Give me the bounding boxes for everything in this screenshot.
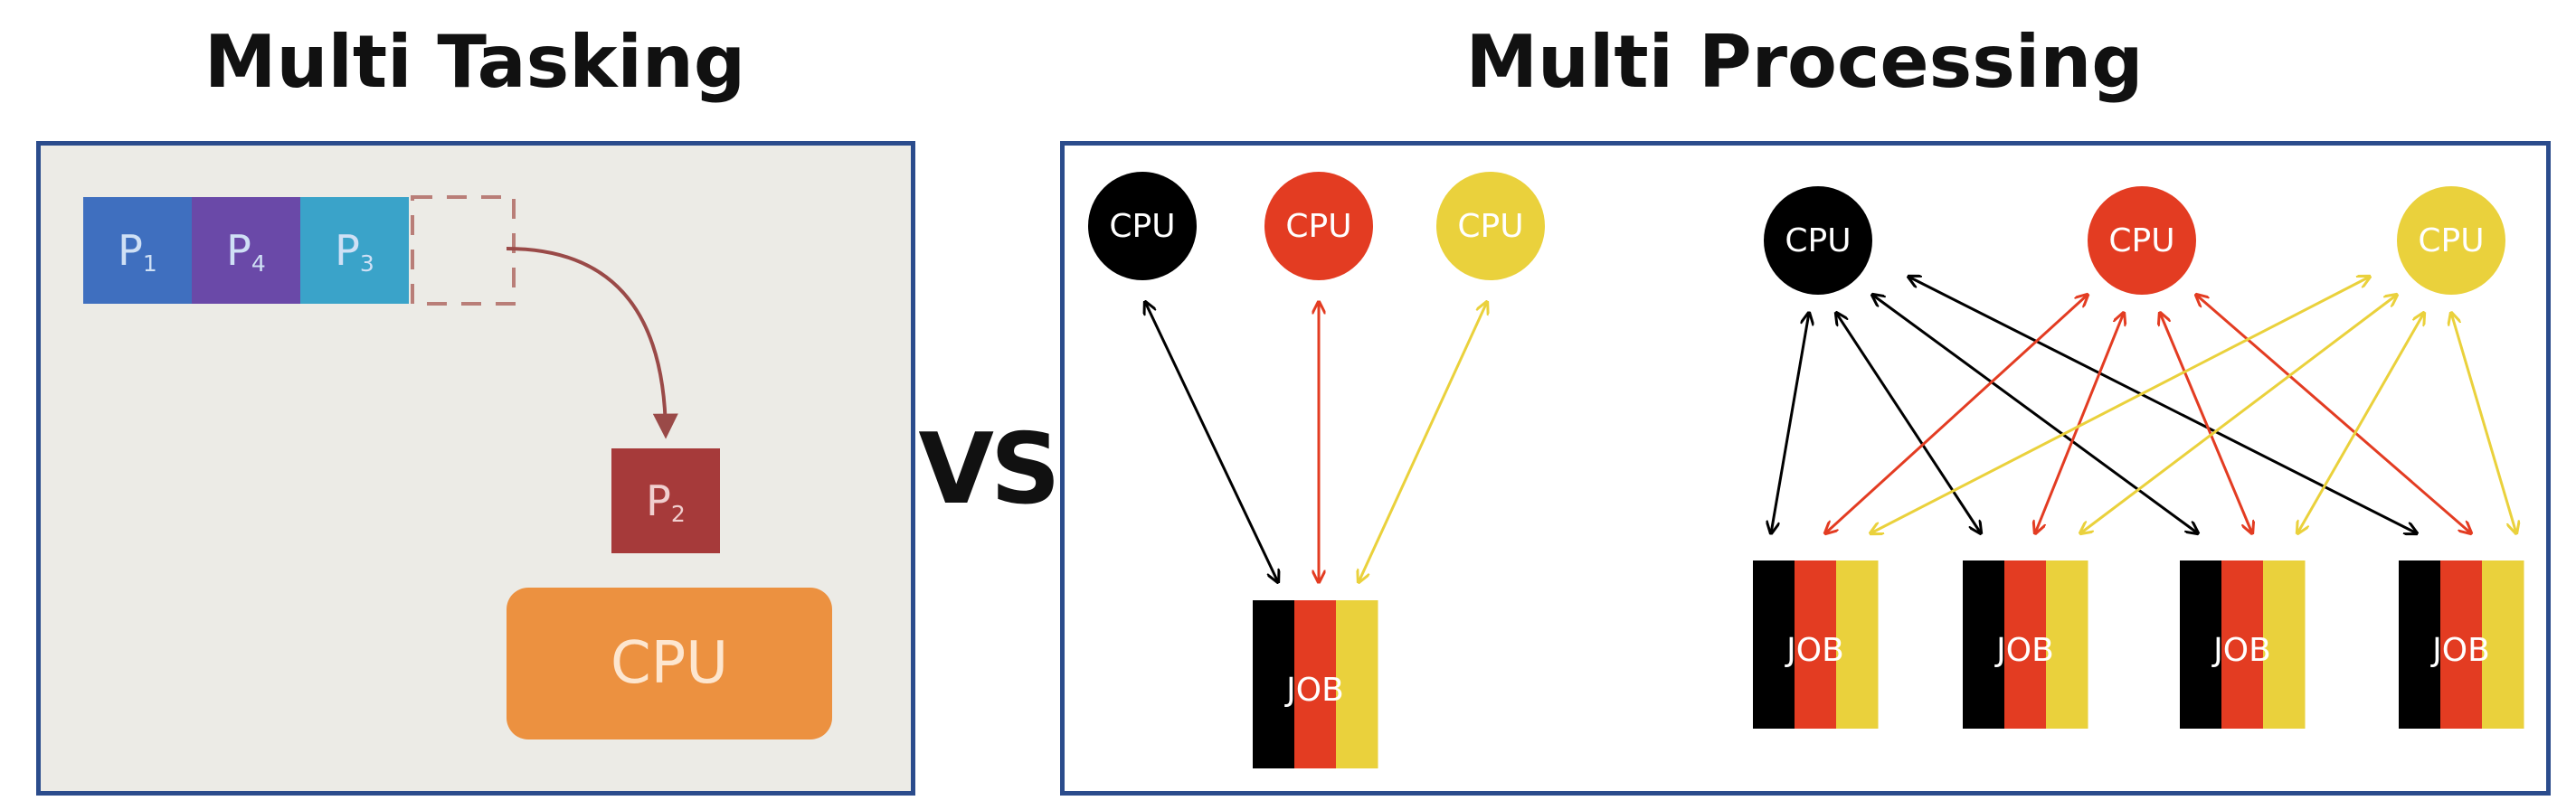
job-block-1-stripe-black bbox=[1753, 560, 1795, 729]
job-block-single-stripe-yellow bbox=[1336, 600, 1378, 768]
job-block-3-label: JOB bbox=[2211, 632, 2271, 669]
job-block-4-stripe-black bbox=[2399, 560, 2441, 729]
arrow-black-job-1 bbox=[1771, 313, 1809, 533]
arrow-single-yellow bbox=[1359, 302, 1487, 582]
process-block-P3 bbox=[300, 197, 409, 304]
process-label-P1: P1 bbox=[118, 226, 157, 277]
cpu-circle-yellow-single bbox=[1436, 172, 1545, 280]
cpu-circle-black-multi bbox=[1764, 186, 1872, 295]
dispatch-arrow bbox=[506, 247, 678, 439]
multi-processing-diagram: CPU CPU CPU JOB CPU CPU CPU JOB JOB JOB JOB bbox=[1088, 172, 2524, 768]
job-block-4-stripe-yellow bbox=[2482, 560, 2524, 729]
job-block-3-stripe-red bbox=[2221, 560, 2264, 729]
title-multi-processing: Multi Processing bbox=[1465, 20, 2144, 104]
job-block-2-stripe-black bbox=[1963, 560, 2005, 729]
cpu-circle-yellow-single-label: CPU bbox=[1457, 208, 1523, 245]
job-block-1-label: JOB bbox=[1785, 632, 1844, 669]
arrow-black-job-2 bbox=[1836, 313, 1981, 533]
job-block-4-label: JOB bbox=[2430, 632, 2490, 669]
cpu-circle-black-single-label: CPU bbox=[1109, 208, 1175, 245]
arrow-black-job-4 bbox=[1908, 277, 2417, 533]
cpu-circle-black-multi-label: CPU bbox=[1785, 222, 1851, 259]
job-block-2-stripe-yellow bbox=[2046, 560, 2088, 729]
job-block-4-stripe-red bbox=[2440, 560, 2483, 729]
cpu-circle-red-single-label: CPU bbox=[1285, 208, 1351, 245]
job-block-1-stripe-red bbox=[1795, 560, 1837, 729]
process-block-P4 bbox=[192, 197, 300, 304]
job-block-3-stripe-black bbox=[2180, 560, 2222, 729]
vs-label: VS bbox=[918, 413, 1060, 526]
job-block-2-label: JOB bbox=[1994, 632, 2054, 669]
job-block-3-stripe-yellow bbox=[2263, 560, 2306, 729]
cpu-circle-yellow-multi bbox=[2397, 186, 2505, 295]
arrow-yellow-job-3 bbox=[2297, 313, 2424, 533]
cpu-circle-red-multi bbox=[2088, 186, 2196, 295]
arrow-black-job-3 bbox=[1872, 295, 2198, 533]
process-label-P3: P3 bbox=[335, 226, 374, 277]
cpu-block bbox=[507, 588, 832, 739]
job-block-1-stripe-yellow bbox=[1836, 560, 1879, 729]
cpu-circle-red-multi-label: CPU bbox=[2108, 222, 2174, 259]
cpu-circle-yellow-multi-label: CPU bbox=[2418, 222, 2484, 259]
process-label-P4: P4 bbox=[226, 226, 266, 277]
job-block-single-stripe-red bbox=[1294, 600, 1337, 768]
job-block-single-stripe-black bbox=[1253, 600, 1295, 768]
running-process-label: P2 bbox=[646, 476, 686, 527]
cpu-block-label: CPU bbox=[611, 630, 728, 697]
empty-queue-slot bbox=[411, 195, 516, 306]
job-block-single-label: JOB bbox=[1284, 672, 1344, 709]
running-process-block bbox=[611, 448, 720, 553]
process-block-P1 bbox=[83, 197, 192, 304]
job-block-2-stripe-red bbox=[2004, 560, 2047, 729]
cpu-circle-black-single bbox=[1088, 172, 1197, 280]
arrow-yellow-job-4 bbox=[2451, 313, 2516, 533]
title-multi-tasking: Multi Tasking bbox=[204, 20, 746, 104]
cpu-circle-red-single bbox=[1264, 172, 1373, 280]
arrow-single-black bbox=[1145, 302, 1278, 582]
arrow-yellow-job-1 bbox=[1870, 277, 2370, 533]
arrow-red-job-3 bbox=[2160, 313, 2252, 533]
